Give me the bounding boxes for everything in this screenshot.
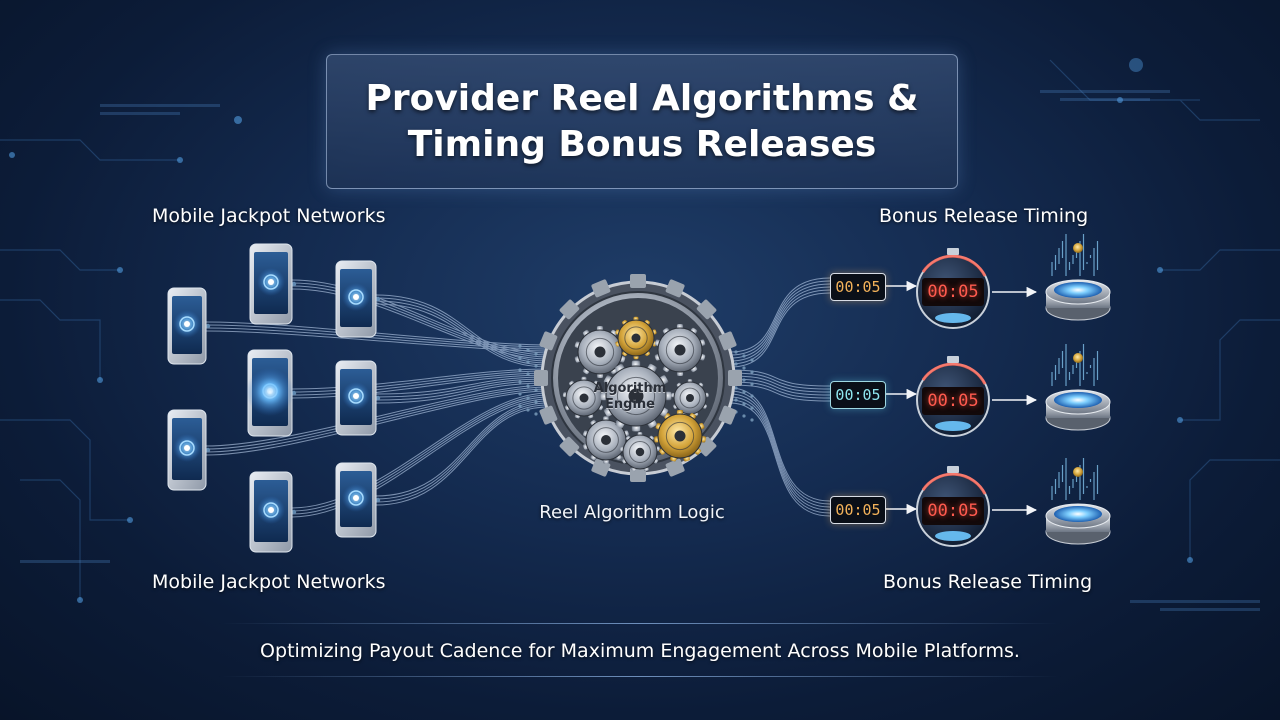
gear-icon: [562, 376, 606, 419]
gear-icon: [671, 379, 709, 417]
engine-gear-text-1: Algorithm: [593, 381, 667, 396]
title-line-2: Timing Bonus Releases: [407, 123, 877, 165]
smartphone-icon: [335, 462, 377, 538]
title-line-1: Provider Reel Algorithms &: [365, 77, 919, 119]
gear-icon: [583, 416, 629, 464]
bonus-portal-icon: [1045, 458, 1111, 545]
smartphone-icon: [335, 260, 377, 338]
gear-icon: [654, 410, 706, 462]
title-banner: Provider Reel Algorithms & Timing Bonus …: [326, 54, 958, 189]
footer-tagline: Optimizing Payout Cadence for Maximum En…: [260, 640, 1020, 662]
bonus-portal-icon: [1045, 344, 1111, 431]
smartphone-icon: [249, 243, 293, 325]
right-bottom-label: Bonus Release Timing: [883, 571, 1093, 593]
smartphone-icon: [167, 409, 207, 491]
smartphone-icon: [335, 360, 377, 436]
right-top-label: Bonus Release Timing: [879, 205, 1089, 227]
footer-divider-bottom: [218, 676, 1062, 677]
engine-label: Reel Algorithm Logic: [539, 502, 725, 523]
gear-icon: [600, 360, 672, 432]
gear-icon: [620, 431, 660, 472]
smartphone-icon: [249, 471, 293, 553]
stopwatch-timer-3: 00:05: [922, 497, 984, 525]
bonus-portal-icon: [1045, 234, 1111, 321]
gear-icon: [574, 326, 626, 378]
algorithm-engine-gear-icon: [534, 274, 742, 482]
stopwatch-timer-1: 00:05: [922, 278, 984, 306]
stopwatch-timer-2: 00:05: [922, 387, 984, 415]
small-timer-2: 00:05: [830, 381, 886, 409]
engine-gear-text-2: Engine: [605, 397, 655, 412]
gear-icon: [654, 324, 706, 376]
footer-divider-top: [218, 623, 1062, 624]
small-timer-1: 00:05: [830, 273, 886, 301]
gear-icon: [615, 316, 657, 360]
left-bottom-label: Mobile Jackpot Networks: [152, 571, 386, 593]
left-top-label: Mobile Jackpot Networks: [152, 205, 386, 227]
smartphone-icon: [167, 287, 207, 365]
small-timer-3: 00:05: [830, 496, 886, 524]
